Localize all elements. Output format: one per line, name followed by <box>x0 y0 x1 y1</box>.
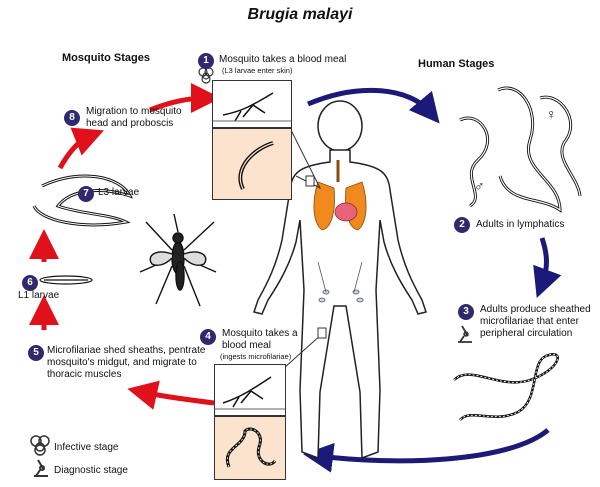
arrow-2-to-3 <box>533 237 562 299</box>
legend-diagnostic-label: Diagnostic stage <box>54 465 128 476</box>
step-7-label: L3 larvae <box>98 187 140 198</box>
step-1-label: Mosquito takes a blood meal <box>219 54 347 65</box>
male-symbol: ♂ <box>474 178 485 194</box>
microfilaria-in-blood-icon <box>225 427 277 468</box>
female-symbol: ♀ <box>546 106 557 122</box>
step-4-badge: 4 <box>200 329 216 345</box>
step-5-label: Microfilariae shed sheaths, pentrate mos… <box>47 345 206 380</box>
mosquito-feeding-icon <box>215 376 285 410</box>
legend-microscope-icon <box>34 459 48 477</box>
callout-4 <box>283 333 323 369</box>
step-4-label: Mosquito takes a blood meal <box>222 328 298 351</box>
mosquito-stages-header: Mosquito Stages <box>62 52 151 64</box>
step-1-badge: 1 <box>198 53 214 69</box>
step-3-badge: 3 <box>458 304 474 320</box>
step-7-badge: 7 <box>78 186 94 202</box>
step-5-badge: 5 <box>28 345 44 361</box>
mosquito-illustration <box>139 213 217 307</box>
step-8-label: Migration to mosquito head and proboscis <box>86 106 182 129</box>
arrow-1-to-2 <box>307 87 440 124</box>
arrow-4-to-5 <box>127 380 215 410</box>
arrow-7-to-8 <box>57 127 104 170</box>
heart <box>334 202 358 222</box>
arrow-3-to-4 <box>303 428 550 473</box>
step-3-microscope-icon <box>458 325 472 343</box>
lymphatics <box>317 261 364 303</box>
mosquito-bite-icon <box>213 92 291 122</box>
step-1-sublabel: (L3 larvae enter skin) <box>222 66 293 75</box>
callout-1 <box>281 111 322 190</box>
step-2-label: Adults in lymphatics <box>476 219 565 230</box>
sheathed-microfilaria <box>453 353 559 421</box>
step-1-biohazard-icon <box>198 67 214 84</box>
step-6-badge: 6 <box>22 275 38 291</box>
step-1-larva-box <box>212 128 292 200</box>
legend-infective-label: Infective stage <box>54 442 119 453</box>
step-4-sublabel: (ingests microfilariae) <box>220 352 292 361</box>
human-stages-header: Human Stages <box>418 58 495 70</box>
step-3-label: Adults produce sheathed microfilariae th… <box>480 304 591 339</box>
l3-larva-in-skin-icon <box>238 141 274 190</box>
step-4-microfilaria-box <box>214 416 286 480</box>
l1-larva <box>39 275 93 285</box>
arrow-8-to-1 <box>149 83 221 114</box>
step-4-mosquito-bite-box <box>214 364 286 416</box>
step-2-badge: 2 <box>454 217 470 233</box>
legend-biohazard-icon <box>30 435 50 456</box>
step-6-label: L1 larvae <box>18 290 60 301</box>
step-8-badge: 8 <box>64 110 80 126</box>
human-figure <box>253 100 427 460</box>
step-1-mosquito-bite-box <box>212 80 292 128</box>
diagram-title: Brugia malayi <box>247 6 353 23</box>
